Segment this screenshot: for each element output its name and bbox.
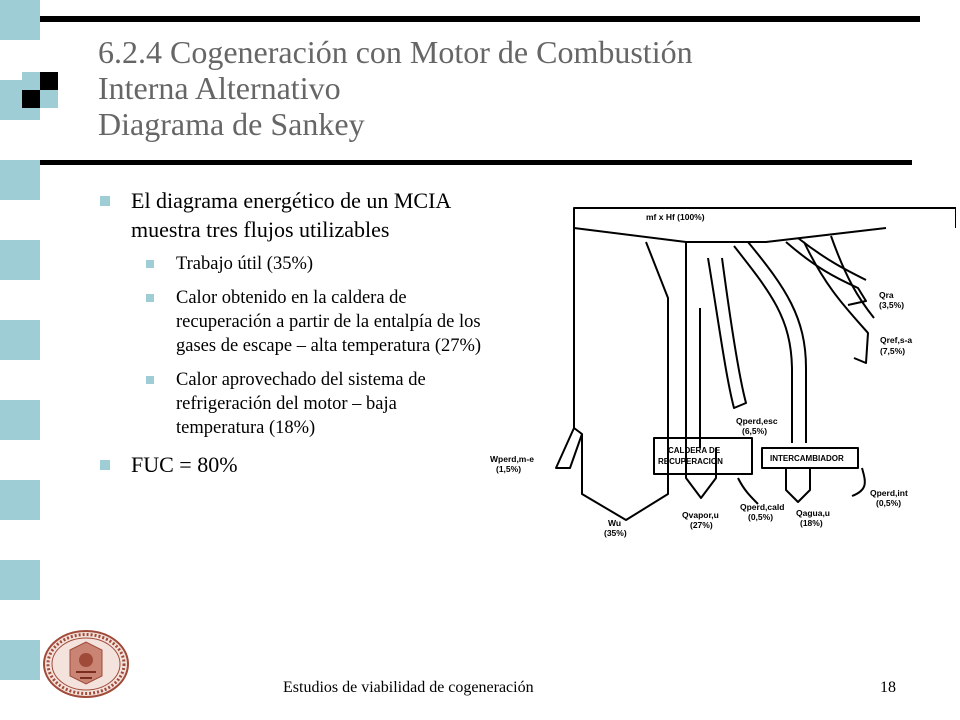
sub-bullet-text: Trabajo útil (35%) [176,254,314,274]
qperd-esc-label: Qperd,esc [736,416,778,426]
footer-title: Estudios de viabilidad de cogeneración [283,679,534,696]
qvapor-flow-path [685,242,717,499]
caldera-label-line-1: CALDERA DE [668,446,721,455]
sub-bullet-square-icon [146,294,154,302]
qref-flow-upper [830,235,875,319]
title-bottom-rule [40,160,912,165]
qra-value: (3,5%) [879,300,904,310]
qperd-cald-value: (0,5%) [748,512,773,522]
qperd-int-flow-path [851,467,866,497]
qagua-value: (18%) [800,518,823,528]
wu-value: (35%) [604,528,627,538]
qperd-esc-value: (6,5%) [742,426,767,436]
bullet-item: FUC = 80% [100,450,485,479]
bullet-text: El diagrama energético de un MCIA muestr… [131,188,451,242]
sankey-top-frame [573,207,956,228]
title-line-2: Interna Alternativo [98,70,341,106]
sub-bullet-item: Trabajo útil (35%) [100,252,485,276]
sankey-top-funnel [573,227,887,243]
wperd-flow-path [555,427,583,469]
bullet-list: El diagrama energético de un MCIA muestr… [100,186,485,487]
qagua-label: Qagua,u [796,508,830,518]
qra-flow-path [785,241,867,306]
qperd-int-label: Qperd,int [870,488,908,498]
title-top-rule [40,16,920,22]
sub-bullet-text: Calor aprovechado del sistema de refrige… [176,370,426,438]
bullet-square-icon [100,460,110,470]
wperd-label: Wperd,m-e [490,454,534,464]
sub-bullet-text: Calor obtenido en la caldera de recupera… [176,288,482,356]
sub-bullet-item: Calor obtenido en la caldera de recupera… [100,286,485,358]
bullet-item: El diagrama energético de un MCIA muestr… [100,186,485,244]
slide-title: 6.2.4 Cogeneración con Motor de Combusti… [98,34,918,142]
title-line-1: 6.2.4 Cogeneración con Motor de Combusti… [98,34,693,70]
qperd-cald-label: Qperd,cald [740,502,784,512]
sankey-diagram: mf x Hf (100%) Qra (3,5%) Qref,s-a (7,5%… [490,207,956,538]
sub-bullet-square-icon [146,260,154,268]
intercambiador-box [761,447,859,469]
qvapor-value: (27%) [690,520,713,530]
qperd-esc-flow-path [707,257,747,409]
bullet-square-icon [100,196,110,206]
title-decoration-squares [22,72,58,108]
title-line-3: Diagrama de Sankey [98,106,365,142]
qref-label: Qref,s-a [880,335,912,345]
caldera-box [653,437,753,475]
left-decorative-strip [0,0,40,720]
bullet-text: FUC = 80% [131,452,238,477]
qagua-outlet-path [785,468,811,503]
wperd-value: (1,5%) [496,464,521,474]
qvapor-label: Qvapor,u [682,510,719,520]
wu-label: Wu [608,518,621,528]
page-number: 18 [880,679,896,696]
qagua-flow-inner [733,245,793,443]
qra-label: Qra [879,290,894,300]
mf-hf-label: mf x Hf (100%) [646,212,705,222]
qref-flow-path [803,241,869,364]
qperd-cald-flow-path [737,477,759,505]
intercambiador-label: INTERCAMBIADOR [770,454,844,463]
qperd-int-value: (0,5%) [876,498,901,508]
sub-bullet-square-icon [146,376,154,384]
qref-value: (7,5%) [880,346,905,356]
qagua-flow-outer [747,241,807,443]
wu-flow-path [573,228,669,521]
university-seal-icon [43,630,129,698]
sub-bullet-item: Calor aprovechado del sistema de refrige… [100,368,485,440]
caldera-label-line-2: RECUPERACION [658,457,723,466]
